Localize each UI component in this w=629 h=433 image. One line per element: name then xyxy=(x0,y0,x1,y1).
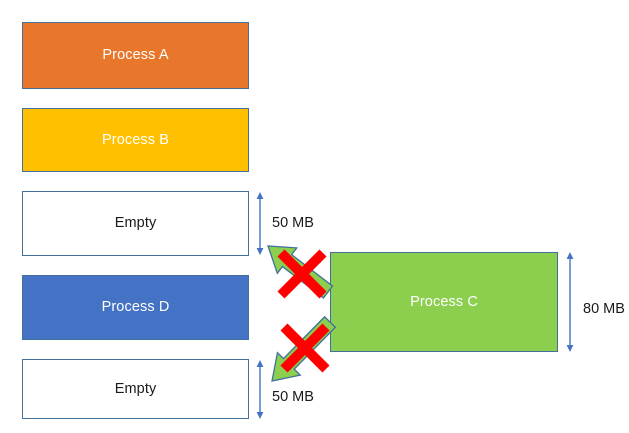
dimension-arrowhead-up xyxy=(566,252,574,259)
blocked-x-icon xyxy=(280,323,330,373)
blocked-x-icon xyxy=(277,249,327,299)
dimension-arrowhead-up xyxy=(256,192,264,199)
measurement-label-50mb-top: 50 MB xyxy=(272,215,314,231)
blocked-x-stroke-2 xyxy=(280,323,330,373)
dimension-arrow-measure-top-hole xyxy=(256,192,264,255)
dimension-arrowhead-down xyxy=(256,412,264,419)
dimension-arrowhead-down xyxy=(566,345,574,352)
dimension-arrowhead-down xyxy=(256,248,264,255)
blocked-x-stroke-2 xyxy=(277,249,327,299)
dimension-arrowhead-up xyxy=(256,360,264,367)
incoming-process-block-process-c[interactable]: Process C xyxy=(330,252,558,352)
measurement-label-50mb-bottom: 50 MB xyxy=(272,389,314,405)
dimension-arrow-measure-process-c xyxy=(566,252,574,352)
measurement-label-80mb-process-c: 80 MB xyxy=(583,301,625,317)
allocation-attempt-attempt-into-bottom-hole xyxy=(271,315,337,382)
dimension-arrow-measure-bottom-hole xyxy=(256,360,264,419)
allocation-attempt-attempt-into-top-hole xyxy=(267,245,334,299)
